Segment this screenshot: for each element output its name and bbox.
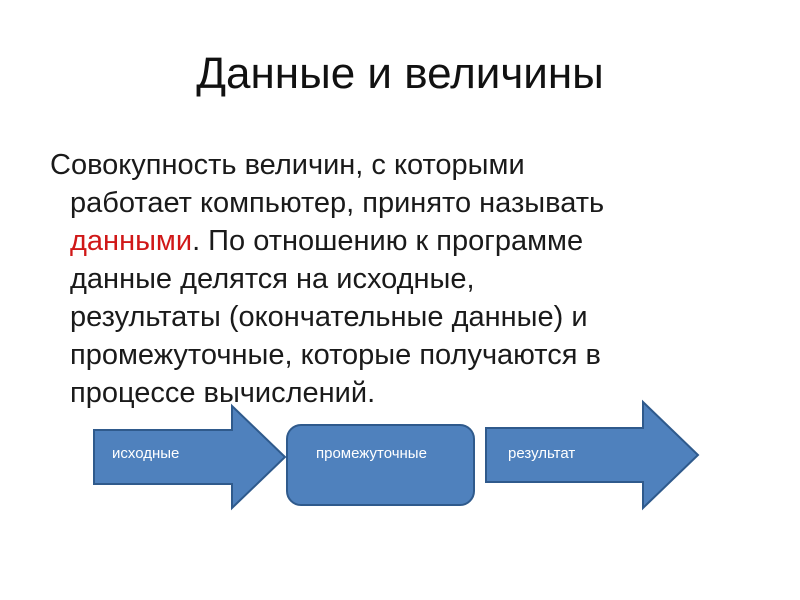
highlighted-term: данными bbox=[70, 225, 193, 257]
paragraph-line-3: данными. По отношению к программе bbox=[50, 222, 750, 260]
paragraph-line-6: промежуточные, которые получаются в bbox=[70, 339, 601, 371]
input-label: исходные bbox=[112, 445, 180, 462]
paragraph-line-5: результаты (окончательные данные) и bbox=[70, 301, 588, 333]
paragraph-line-3-rest: . По отношению к программе bbox=[192, 225, 584, 257]
paragraph-line-2: работает компьютер, принято называть bbox=[70, 187, 605, 219]
paragraph-line-1: Совокупность величин, с которыми bbox=[50, 149, 525, 181]
slide-title: Данные и величины bbox=[196, 49, 604, 98]
paragraph-line-4: данные делятся на исходные, bbox=[70, 263, 475, 295]
intermediate-label: промежуточные bbox=[316, 445, 427, 462]
paragraph-line-7: процессе вычислений. bbox=[70, 377, 376, 409]
input-arrow-shape bbox=[93, 403, 287, 511]
result-arrow-shape bbox=[485, 399, 700, 511]
result-label: результат bbox=[508, 445, 576, 462]
body-paragraph: Совокупность величин, с которыми работае… bbox=[50, 146, 750, 412]
intermediate-box-shape bbox=[286, 424, 475, 506]
